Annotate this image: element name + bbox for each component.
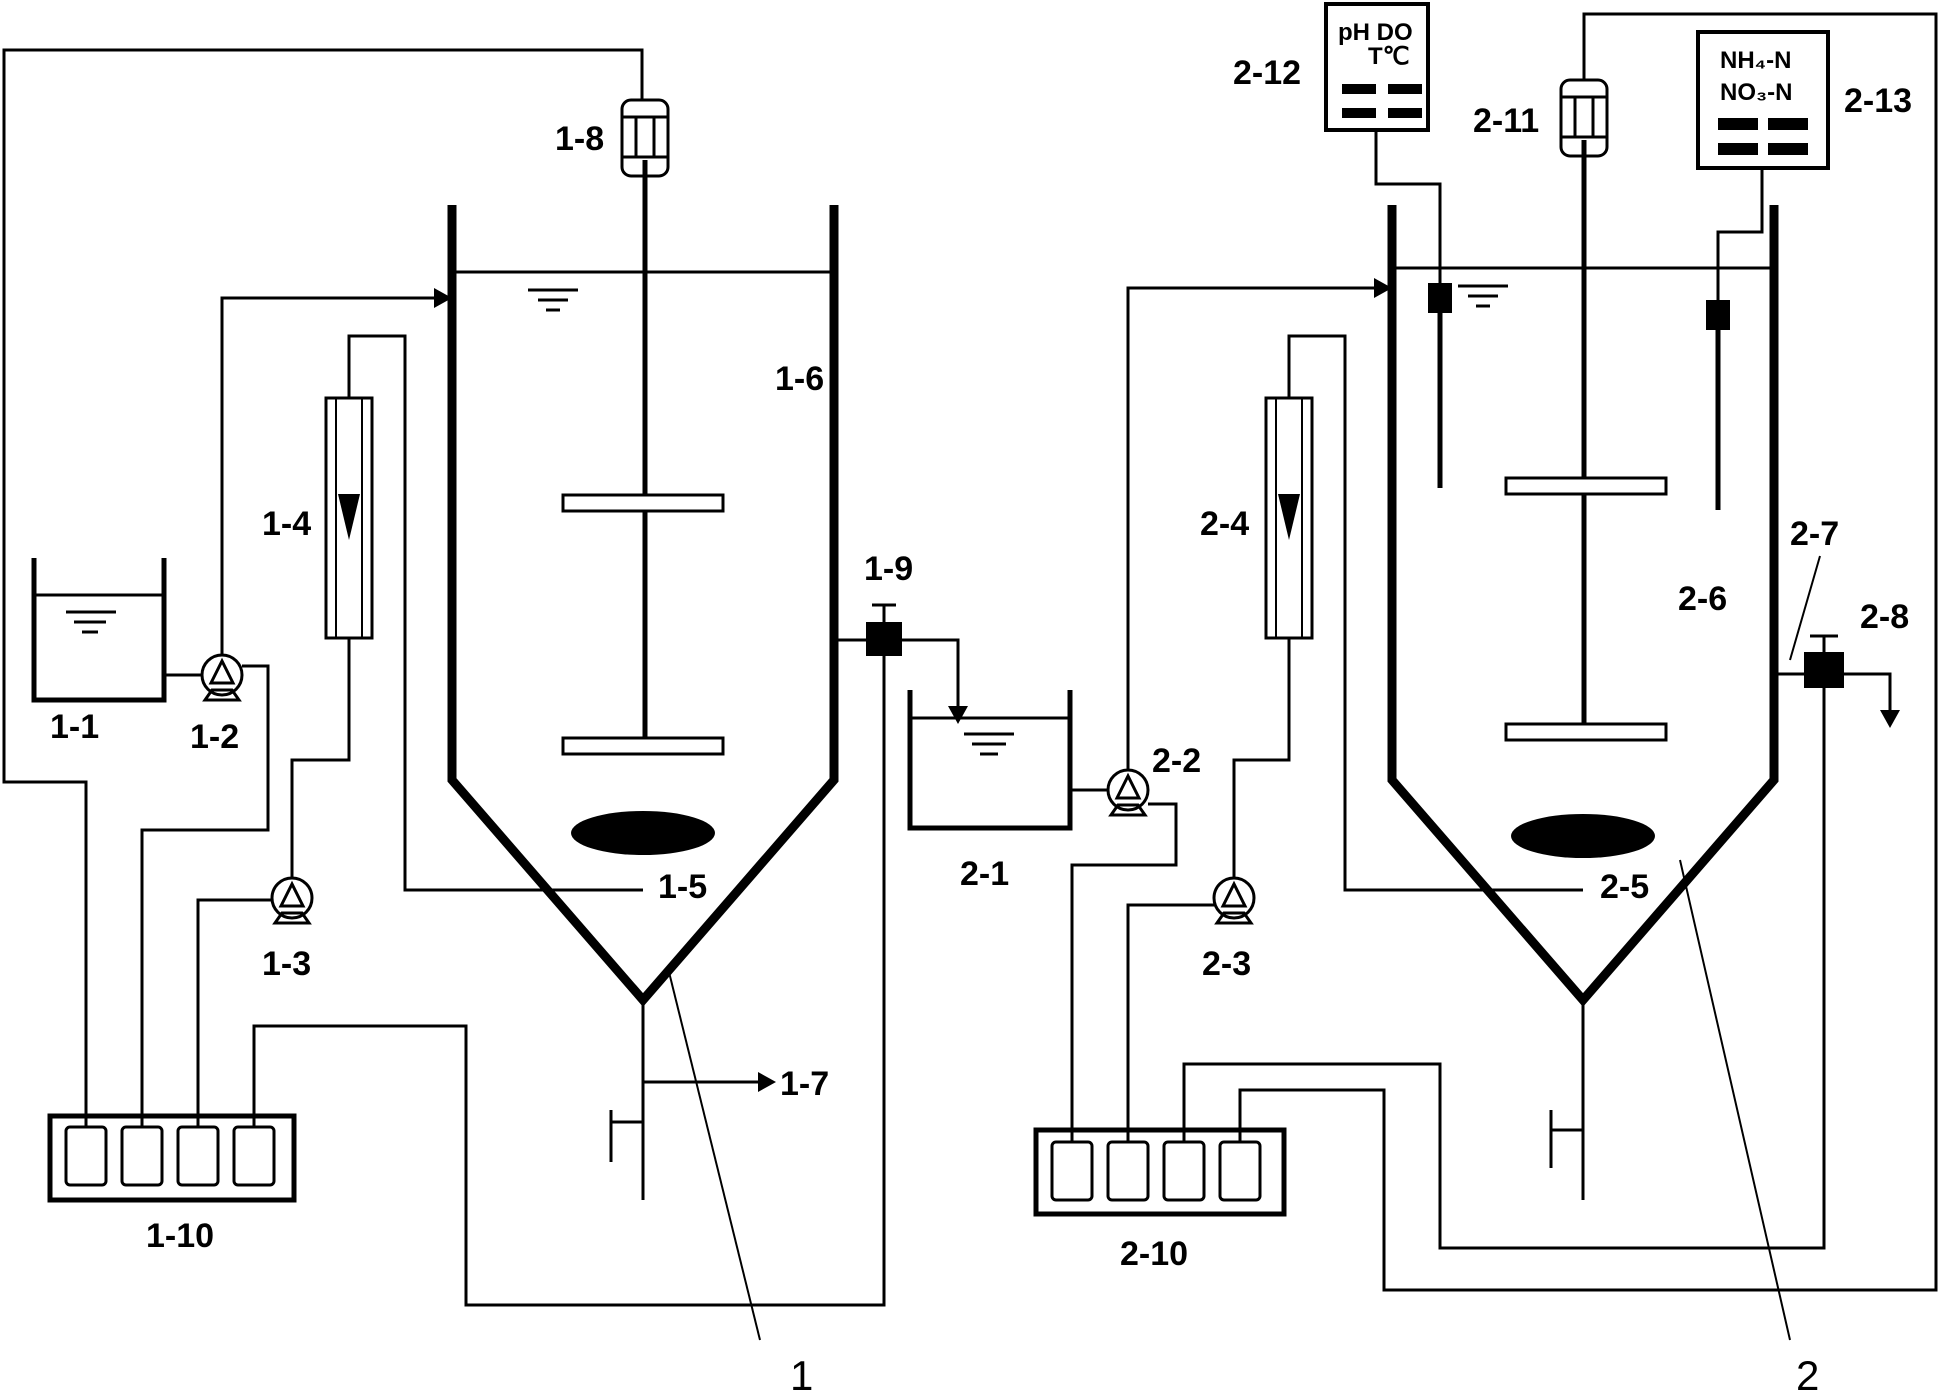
label-1-1: 1-1 <box>50 708 99 746</box>
pointer-reactor-1 <box>667 967 761 1341</box>
label-2-10: 2-10 <box>1120 1235 1188 1273</box>
label-1-10: 1-10 <box>146 1217 214 1255</box>
meter-2-12-line1: pH DO <box>1338 19 1413 46</box>
rotameter-2-4 <box>1264 396 1314 640</box>
label-1-2: 1-2 <box>190 718 239 756</box>
meter-2-13-cable <box>1716 168 1764 300</box>
label-1-6: 1-6 <box>775 360 824 398</box>
feed-arrow-1-icon <box>434 288 452 308</box>
label-2-4: 2-4 <box>1200 505 1249 543</box>
air-line-1a <box>290 638 351 878</box>
aerator-2-5 <box>1511 814 1655 858</box>
label-2-11: 2-11 <box>1473 102 1539 140</box>
air-line-1b <box>347 334 643 892</box>
wire-1-3 <box>196 898 272 1127</box>
feed-line-2 <box>1126 286 1376 770</box>
impeller-lower-2 <box>1504 722 1668 742</box>
impeller-lower-1 <box>561 736 725 756</box>
label-2-2: 2-2 <box>1152 742 1201 780</box>
wire-2-2 <box>1070 802 1178 1142</box>
probe-head-2-13 <box>1706 300 1730 330</box>
controller-2-10 <box>1033 1127 1287 1217</box>
wire-1-2 <box>140 664 270 1127</box>
label-reactor-2: 2 <box>1796 1352 1819 1396</box>
controller-1-10 <box>47 1113 297 1203</box>
wire-2-11 <box>1238 12 1938 1292</box>
impeller-upper-2 <box>1504 476 1668 496</box>
pointer-2-7 <box>1789 555 1821 661</box>
reactor-2-water-level-symbol <box>1458 284 1508 308</box>
label-1-8: 1-8 <box>555 120 604 158</box>
label-2-3: 2-3 <box>1202 945 1251 983</box>
label-1-3: 1-3 <box>262 945 311 983</box>
impeller-upper-1 <box>561 493 725 513</box>
air-line-2b <box>1287 334 1583 892</box>
label-1-9: 1-9 <box>864 550 913 588</box>
feed-arrow-2-icon <box>1374 278 1392 298</box>
outlet-valve-1-9 <box>834 603 968 724</box>
air-pump-1-3-icon <box>270 876 314 925</box>
wire-2-3 <box>1126 903 1214 1142</box>
pointer-reactor-2 <box>1679 859 1791 1341</box>
label-2-8: 2-8 <box>1860 598 1909 636</box>
label-1-5: 1-5 <box>658 868 707 906</box>
pump-1-2-icon <box>164 653 244 702</box>
meter-2-13 <box>1696 30 1830 170</box>
label-1-4: 1-4 <box>262 505 311 543</box>
aerator-1-5 <box>571 811 715 855</box>
label-2-1: 2-1 <box>960 855 1009 893</box>
label-2-7: 2-7 <box>1790 515 1839 553</box>
rotameter-1-4 <box>324 396 374 640</box>
outlet-valve-2-8 <box>1774 634 1900 728</box>
intermediate-tank-2-1 <box>907 690 1073 831</box>
arrow-1-7-icon <box>758 1072 776 1092</box>
label-2-5: 2-5 <box>1600 868 1649 906</box>
wire-2-8 <box>1182 688 1826 1250</box>
label-2-13: 2-13 <box>1844 82 1912 120</box>
meter-2-12 <box>1324 2 1430 132</box>
wire-1-8 <box>2 48 644 1127</box>
meter-2-13-line1: NH₄-N <box>1720 47 1791 74</box>
label-2-6: 2-6 <box>1678 580 1727 618</box>
probe-head-2-12 <box>1428 283 1452 313</box>
label-2-12: 2-12 <box>1233 54 1301 92</box>
feed-line-1 <box>220 296 436 655</box>
label-reactor-1: 1 <box>790 1352 813 1396</box>
label-1-7: 1-7 <box>780 1065 829 1103</box>
reactor-1 <box>447 98 839 1341</box>
wire-1-9 <box>252 656 886 1307</box>
reactor-1-water-level-symbol <box>528 288 578 312</box>
stirrer-motor-1-8 <box>620 98 670 178</box>
air-line-2a <box>1232 638 1291 878</box>
reactor-2 <box>1387 78 1791 1341</box>
meter-2-12-cable <box>1374 130 1442 283</box>
meter-2-12-line2: T℃ <box>1368 43 1410 70</box>
influent-tank-1-1 <box>31 558 167 703</box>
pump-2-2-icon <box>1070 768 1150 817</box>
meter-2-13-line2: NO₃-N <box>1720 79 1792 106</box>
air-pump-2-3-icon <box>1212 876 1256 925</box>
